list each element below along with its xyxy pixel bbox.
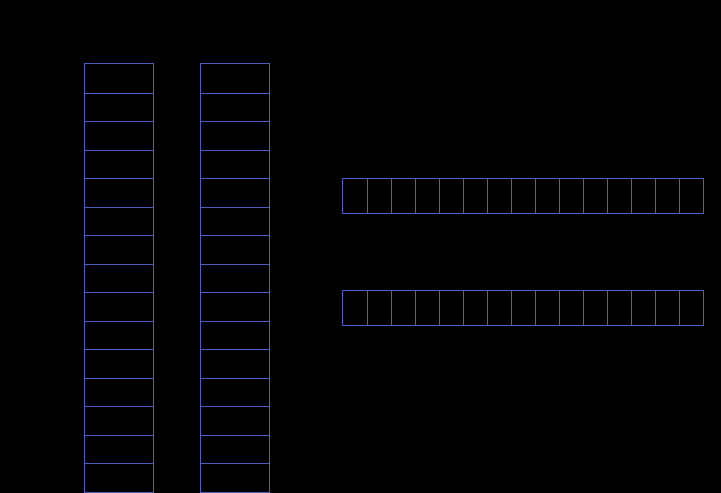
grid-cell	[679, 179, 703, 213]
grid-cell	[415, 179, 439, 213]
grid-cell	[85, 292, 153, 321]
grid-cell	[201, 434, 269, 464]
grid-cell	[85, 320, 153, 350]
grid-cell	[85, 406, 153, 435]
grid-cell	[607, 291, 631, 325]
grid-cell	[201, 406, 269, 435]
right-strip-1	[342, 178, 704, 214]
right-strip-2	[342, 290, 704, 326]
grid-cell	[201, 149, 269, 179]
grid-cell	[201, 320, 269, 350]
grid-cell	[85, 206, 153, 236]
grid-cell	[511, 291, 535, 325]
grid-cell	[583, 291, 607, 325]
grid-cell	[463, 291, 487, 325]
grid-cell	[631, 291, 655, 325]
grid-cell	[201, 121, 269, 150]
grid-cell	[679, 291, 703, 325]
grid-cell	[201, 263, 269, 293]
grid-cell	[85, 92, 153, 122]
grid-cell	[535, 179, 559, 213]
grid-cell	[631, 179, 655, 213]
grid-cell	[85, 235, 153, 264]
grid-cell	[439, 291, 463, 325]
grid-cell	[201, 178, 269, 207]
grid-cell	[343, 291, 367, 325]
grid-cell	[85, 149, 153, 179]
grid-cell	[367, 291, 391, 325]
grid-cell	[391, 291, 415, 325]
grid-cell	[201, 92, 269, 122]
grid-cell	[559, 291, 583, 325]
grid-cell	[85, 178, 153, 207]
grid-cell	[535, 291, 559, 325]
grid-cell	[85, 434, 153, 464]
grid-cell	[201, 64, 269, 93]
grid-cell	[463, 179, 487, 213]
grid-cell	[201, 463, 269, 492]
grid-cell	[201, 235, 269, 264]
grid-cell	[201, 349, 269, 378]
grid-cell	[655, 291, 679, 325]
grid-cell	[559, 179, 583, 213]
grid-cell	[511, 179, 535, 213]
grid-cell	[201, 292, 269, 321]
grid-cell	[85, 463, 153, 492]
grid-cell	[487, 179, 511, 213]
grid-cell	[607, 179, 631, 213]
grid-cell	[367, 179, 391, 213]
grid-cell	[201, 377, 269, 407]
grid-cell	[85, 377, 153, 407]
grid-cell	[85, 121, 153, 150]
grid-cell	[415, 291, 439, 325]
left-column-2	[200, 63, 270, 493]
grid-cell	[343, 179, 367, 213]
grid-cell	[201, 206, 269, 236]
grid-cell	[85, 64, 153, 93]
grid-cell	[85, 349, 153, 378]
left-column-1	[84, 63, 154, 493]
grid-cell	[439, 179, 463, 213]
grid-cell	[391, 179, 415, 213]
grid-cell	[655, 179, 679, 213]
grid-cell	[487, 291, 511, 325]
grid-cell	[583, 179, 607, 213]
grid-cell	[85, 263, 153, 293]
